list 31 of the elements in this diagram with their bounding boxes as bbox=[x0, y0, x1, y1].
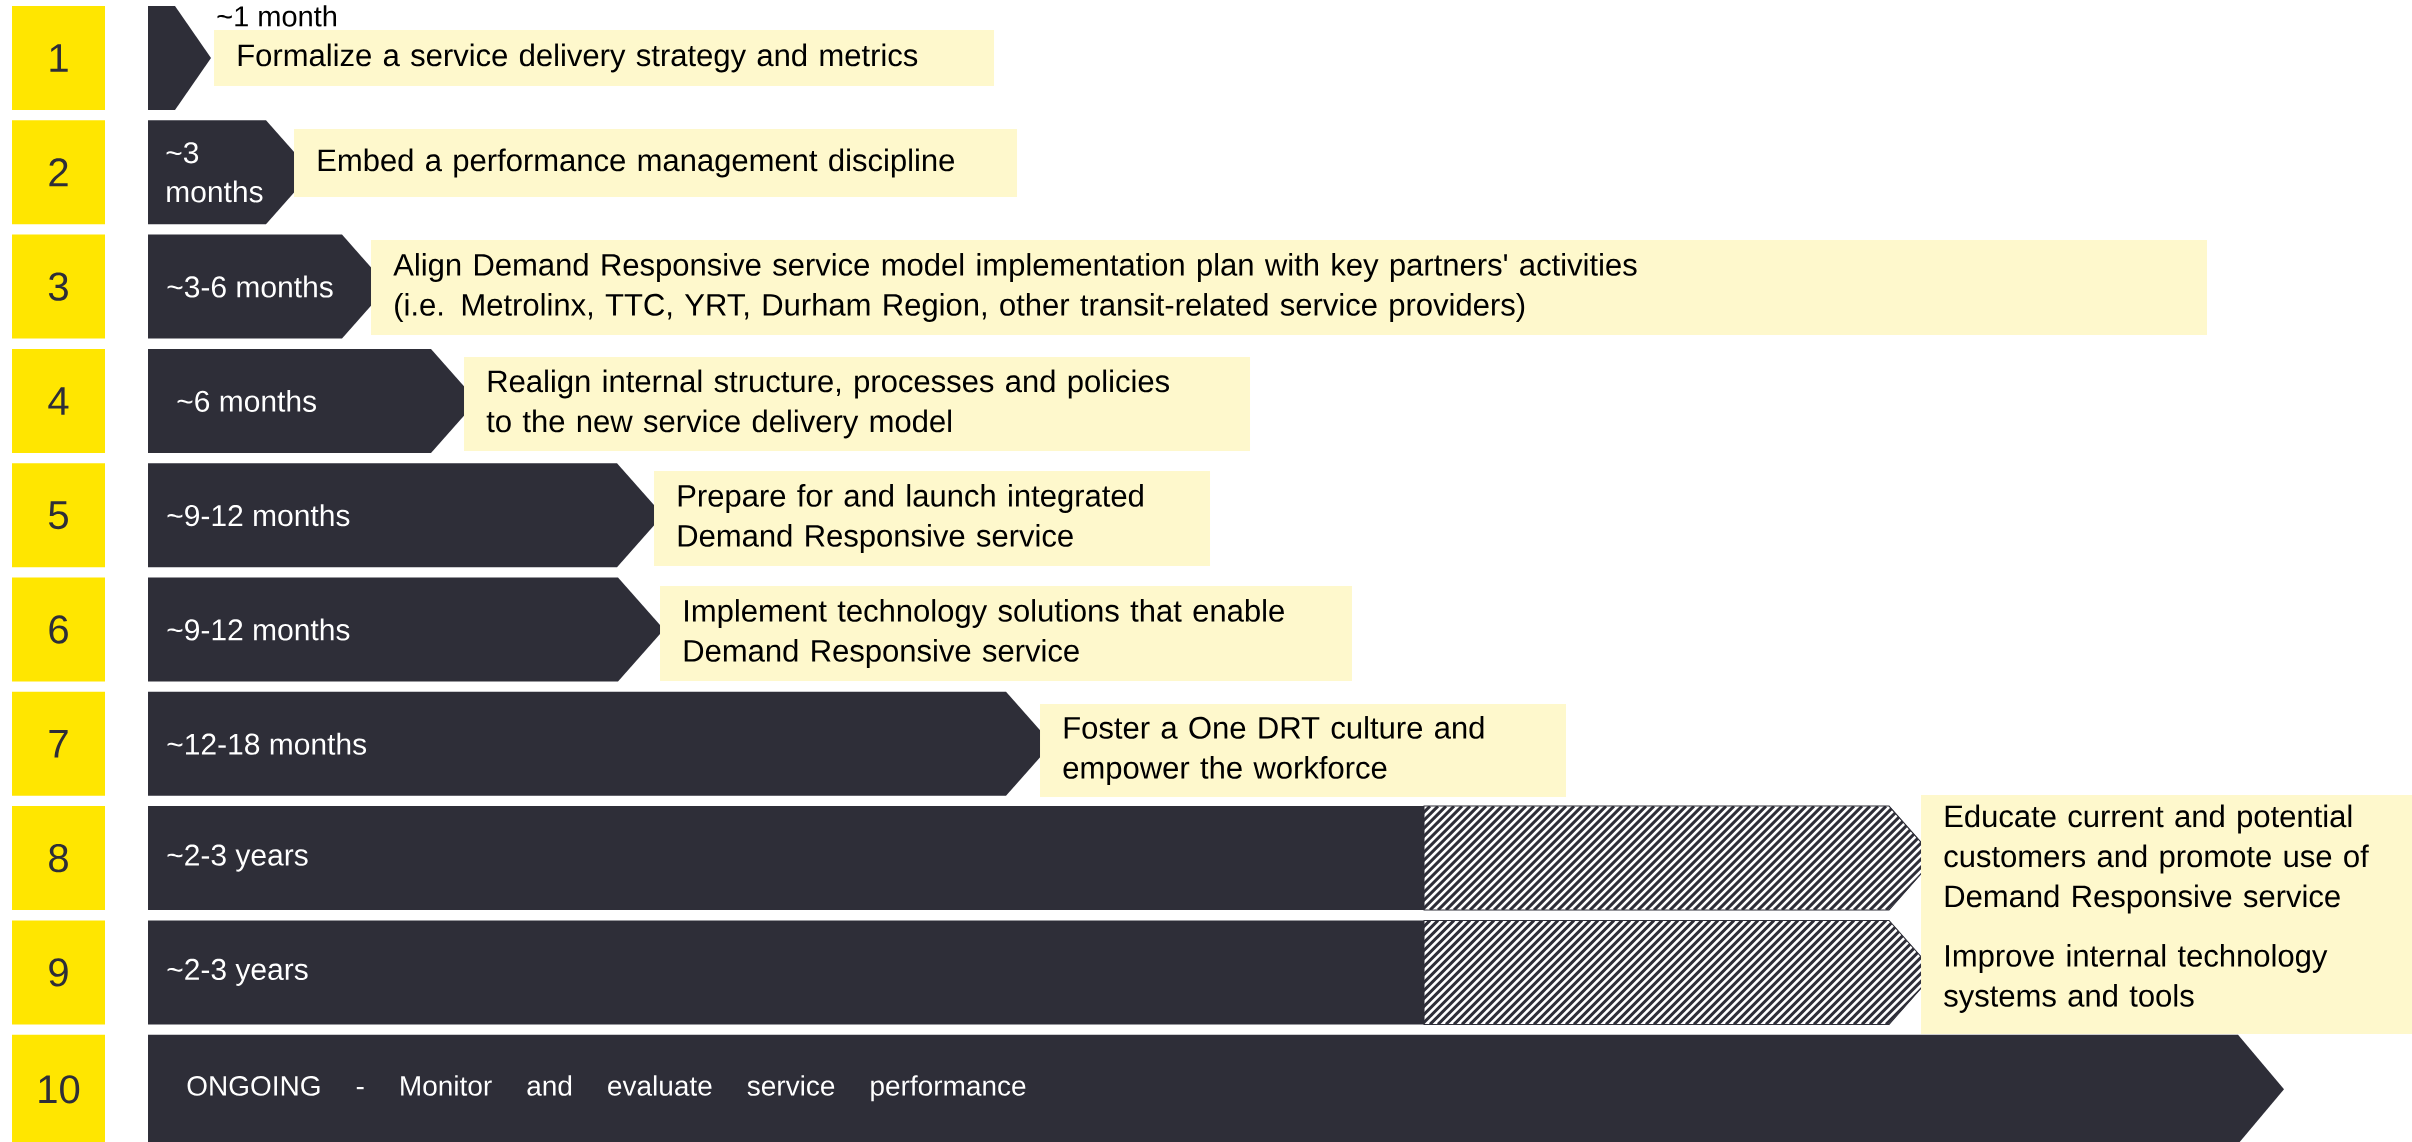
step-number: 3 bbox=[12, 234, 105, 339]
description-box: Embed a performance management discipline bbox=[294, 129, 1017, 197]
description-box: Implement technology solutions that enable Demand Responsive service bbox=[660, 586, 1352, 681]
description-box: Prepare for and launch integrated Demand Responsive service bbox=[654, 471, 1210, 566]
duration-bar: ~3 months bbox=[148, 120, 312, 225]
description-box: Formalize a service delivery strategy and metrics bbox=[214, 30, 994, 86]
duration-bar: ~3-6 months bbox=[148, 234, 388, 339]
node-label: Educate current and potential customers and promote use of Demand Responsive service bbox=[1944, 804, 2369, 914]
duration-bar: ~2-3 years bbox=[148, 919, 1936, 1025]
step-number: 10 bbox=[12, 1034, 105, 1142]
step-number: 8 bbox=[12, 806, 105, 911]
step-number: 9 bbox=[12, 920, 105, 1025]
step-number: 1 bbox=[12, 6, 105, 110]
duration-bar: ~9-12 months bbox=[148, 577, 664, 682]
step-number: 2 bbox=[12, 120, 105, 225]
description-box: Improve internal technology systems and tools bbox=[1921, 923, 2412, 1034]
node-label: ~1 month bbox=[217, 5, 337, 27]
step-number: 6 bbox=[12, 577, 105, 682]
description-box: Align Demand Responsive service model implementation plan with key partners' activities (i.e. Metrolinx, TTC, YRT, Durham Region, other transit-related service providers) bbox=[371, 240, 2207, 335]
description-box: Educate current and potential customers and promote use of Demand Responsive service bbox=[1921, 795, 2412, 923]
duration-bar: ~6 months bbox=[148, 348, 477, 453]
description-box: Foster a One DRT culture and empower the workforce bbox=[1040, 704, 1566, 797]
duration-bar: ~9-12 months bbox=[148, 463, 663, 568]
duration-bar: ~2-3 years bbox=[148, 805, 1936, 911]
step-number: 5 bbox=[12, 463, 105, 568]
description-box: Realign internal structure, processes and policies to the new service delivery model bbox=[464, 357, 1250, 451]
node-label: Improve internal technology systems and tools bbox=[1944, 944, 2328, 1013]
duration-bar: ~12-18 months bbox=[148, 691, 1052, 796]
step-number: 7 bbox=[12, 691, 105, 796]
step-number: 4 bbox=[12, 348, 105, 453]
duration-bar: ONGOING - Monitor and evaluate service performance bbox=[148, 1034, 2284, 1142]
